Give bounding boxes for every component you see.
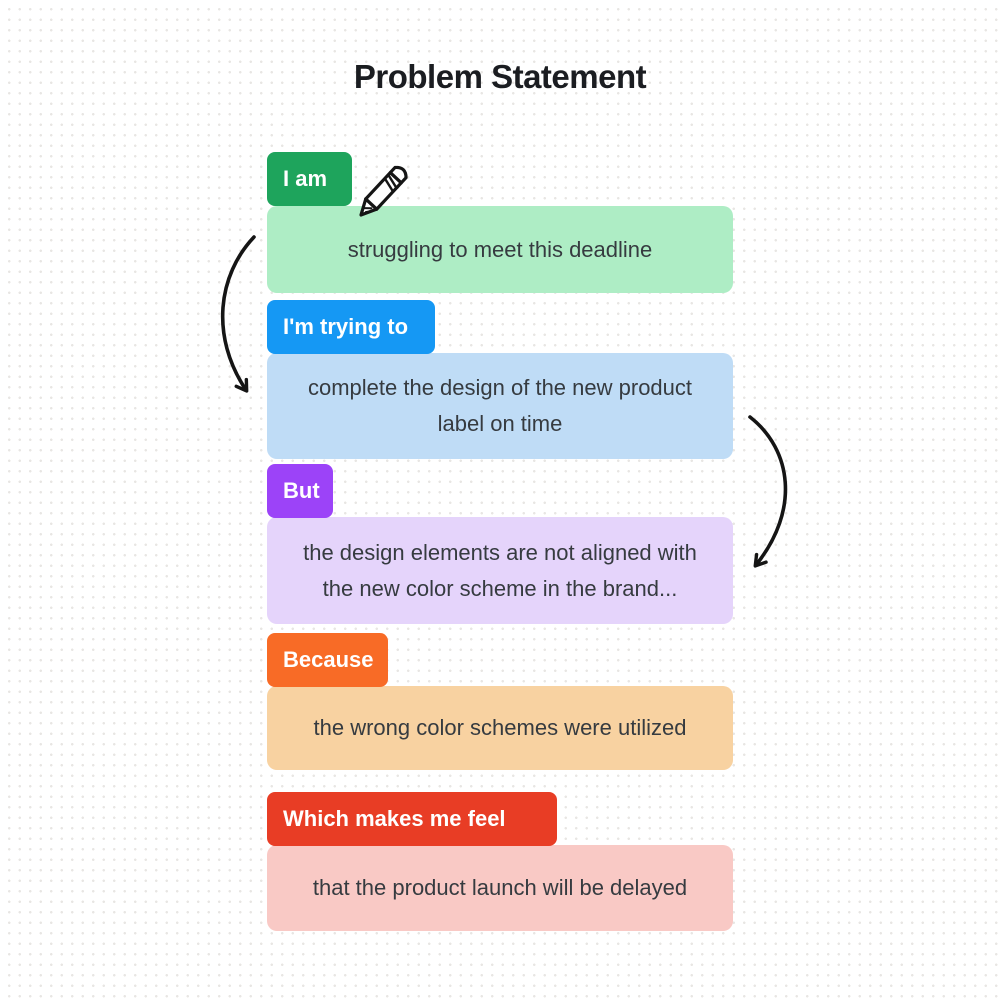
statement-box-but[interactable]: the design elements are not aligned with… [267,517,733,624]
statement-box-im-trying-to[interactable]: complete the design of the new product l… [267,353,733,459]
label-i-am[interactable]: I am [267,152,352,206]
statement-box-i-am[interactable]: struggling to meet this deadline [267,206,733,293]
label-im-trying-to[interactable]: I'm trying to [267,300,435,354]
label-because[interactable]: Because [267,633,388,687]
curved-arrow-down-right-icon [748,415,788,568]
pencil-icon [359,165,408,217]
label-but[interactable]: But [267,464,333,518]
statement-text: the design elements are not aligned with [303,539,697,565]
statement-text: the wrong color schemes were utilized [313,715,687,740]
statement-text: the new color scheme in the brand... [322,575,678,601]
statement-text: complete the design of the new product [307,375,693,400]
statement-box-which-makes-me-feel[interactable]: that the product launch will be delayed [267,845,733,931]
statement-box-because[interactable]: the wrong color schemes were utilized [267,686,733,770]
statement-text: struggling to meet this deadline [347,236,653,262]
statement-text: label on time [437,411,563,436]
statement-text: that the product launch will be delayed [312,875,688,900]
curved-arrow-down-left-icon [220,235,256,393]
page-title: Problem Statement [353,58,647,95]
label-which-makes-me-feel[interactable]: Which makes me feel [267,792,557,846]
